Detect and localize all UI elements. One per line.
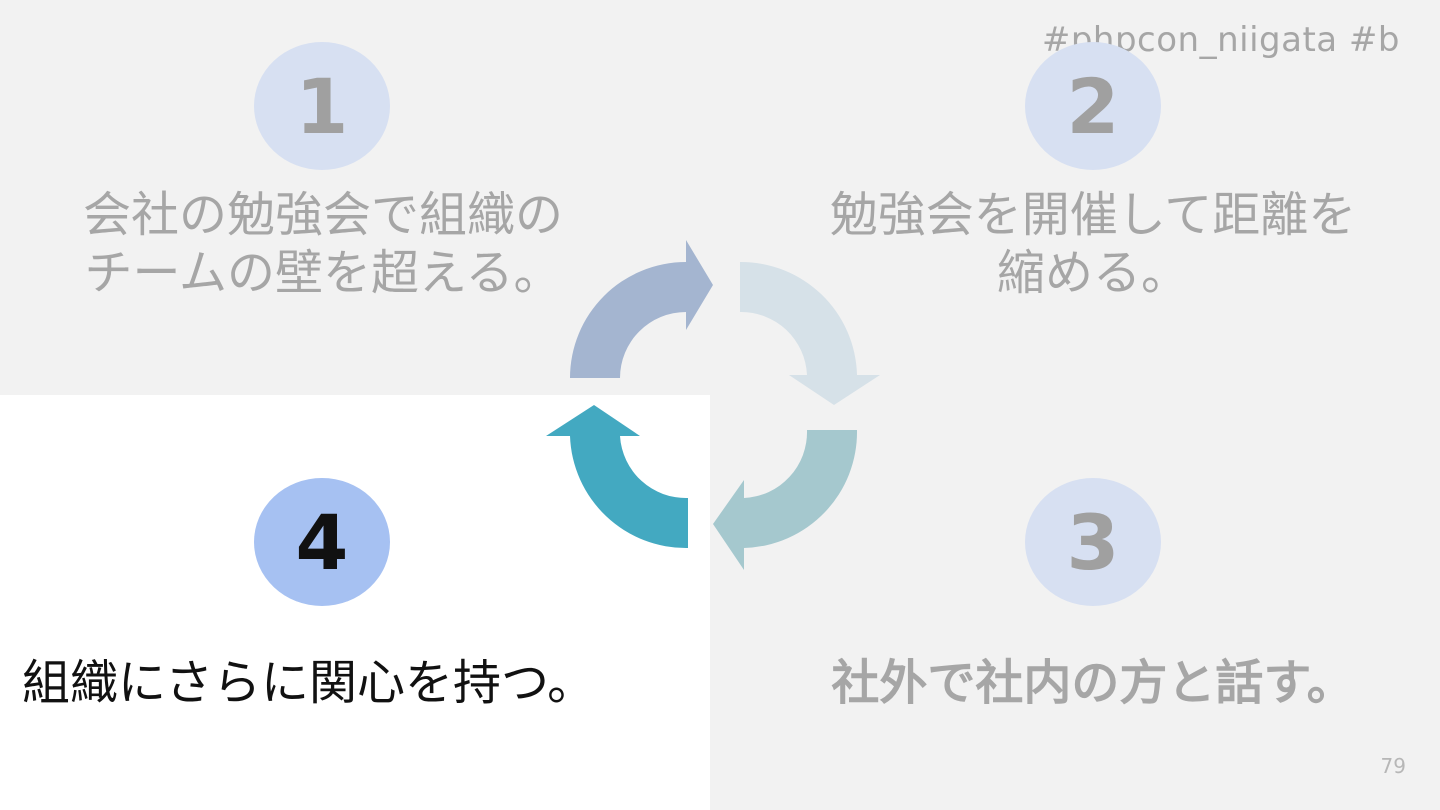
cycle-arrow-4 xyxy=(546,405,688,549)
step-3-badge: 3 xyxy=(1025,478,1161,606)
step-2-badge: 2 xyxy=(1025,42,1161,170)
step-1-badge: 1 xyxy=(254,42,390,170)
step-1-text-line1: 会社の勉強会で組織の xyxy=(82,187,563,243)
step-1-text: 会社の勉強会で組織の チームの壁を超える。 xyxy=(40,186,606,302)
page-number: 79 xyxy=(1380,754,1406,778)
cycle-arrow-1 xyxy=(570,240,713,378)
step-3-text: 社外で社内の方と話す。 xyxy=(831,655,1355,711)
step-4-text: 組織にさらに関心を持つ。 xyxy=(22,655,596,711)
step-1-text-line2: チームの壁を超える。 xyxy=(84,245,562,301)
cycle-diagram xyxy=(546,240,880,570)
step-4-badge: 4 xyxy=(254,478,390,606)
step-2-text: 勉強会を開催して距離を 縮める。 xyxy=(790,186,1396,302)
cycle-arrow-2 xyxy=(740,261,880,405)
step-2-text-line2: 縮める。 xyxy=(996,245,1189,301)
cycle-arrow-3 xyxy=(713,430,858,570)
step-2-text-line1: 勉強会を開催して距離を xyxy=(829,187,1357,243)
